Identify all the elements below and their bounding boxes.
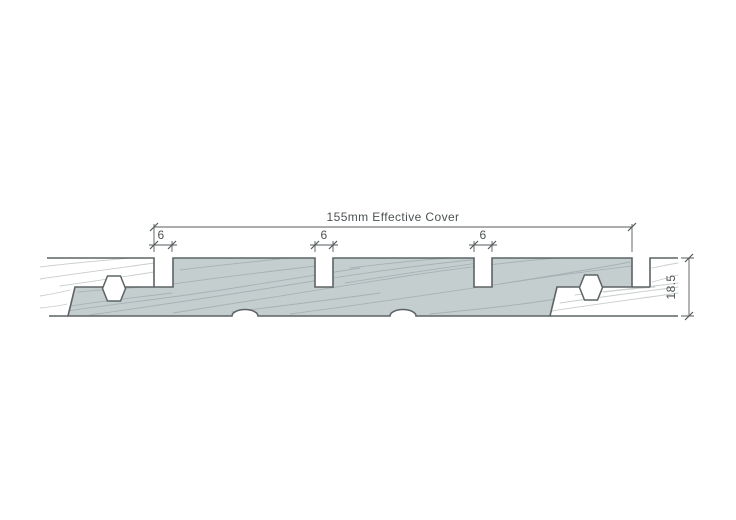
groove1-tick-marks (149, 240, 177, 250)
dimension-effective-cover: 155mm Effective Cover (149, 210, 637, 252)
fastener-hex-head-left-icon (101, 275, 127, 302)
groove1-dimension-label: 6 (157, 228, 164, 242)
adjacent-board-right (550, 257, 680, 317)
dimension-groove-width-2: 6 (310, 228, 338, 252)
fastener-hex-head-right-icon (578, 274, 604, 301)
groove2-dimension-label: 6 (320, 228, 327, 242)
effective-cover-extension-lines (153, 224, 633, 252)
effective-cover-dimension-label: 155mm Effective Cover (327, 210, 460, 224)
groove2-extension-lines (314, 241, 334, 252)
adjacent-board-right-outline (550, 257, 678, 317)
thickness-tick-marks (684, 253, 694, 321)
groove3-dimension-label: 6 (479, 228, 486, 242)
thickness-dimension-label: 18.5 (664, 275, 678, 300)
effective-cover-tick-marks (149, 222, 637, 232)
dimension-groove-width-1: 6 (149, 228, 177, 252)
thickness-extension-lines (681, 257, 694, 317)
dimension-groove-width-3: 6 (469, 228, 497, 252)
groove3-extension-lines (473, 241, 493, 252)
groove3-tick-marks (469, 240, 497, 250)
adjacent-board-left-outline (47, 257, 155, 317)
dimension-thickness: 18.5 (664, 253, 694, 321)
groove2-tick-marks (310, 240, 338, 250)
